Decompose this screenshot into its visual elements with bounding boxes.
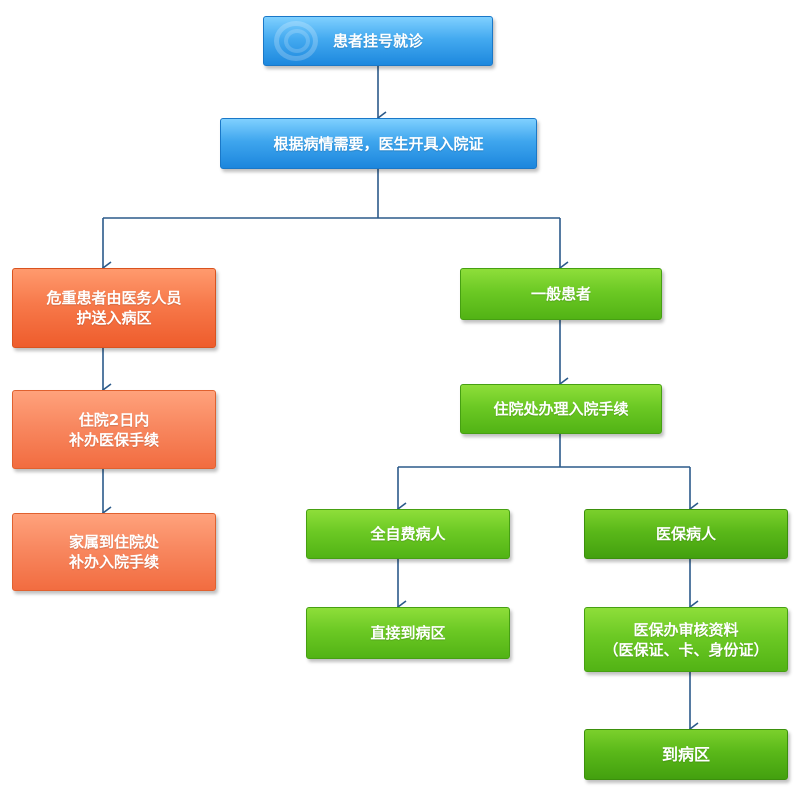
node-general-patient-label: 一般患者 — [530, 285, 591, 303]
node-admission-cert-label: 根据病情需要，医生开具入院证 — [273, 134, 484, 153]
node-family-admission[interactable]: 家属到住院处 补办入院手续 — [12, 513, 216, 591]
node-insurance-review-line1: 医保办审核资料 — [633, 620, 739, 639]
node-critical-patient[interactable]: 危重患者由医务人员 护送入病区 — [12, 268, 216, 348]
node-admission-office[interactable]: 住院处办理入院手续 — [460, 384, 662, 434]
node-direct-ward[interactable]: 直接到病区 — [306, 607, 510, 659]
node-insured[interactable]: 医保病人 — [584, 509, 788, 559]
node-critical-patient-line2: 护送入病区 — [76, 309, 152, 327]
node-general-patient[interactable]: 一般患者 — [460, 268, 662, 320]
node-supplement-insurance-line1: 住院2日内 — [78, 410, 150, 429]
node-register-label: 患者挂号就诊 — [332, 32, 423, 50]
node-register[interactable]: 患者挂号就诊 — [263, 16, 493, 66]
node-critical-patient-line1: 危重患者由医务人员 — [46, 289, 182, 307]
node-admission-office-label: 住院处办理入院手续 — [493, 400, 629, 418]
decorative-swirl-inner-icon — [284, 29, 310, 53]
node-supplement-insurance-line2: 补办医保手续 — [68, 430, 159, 449]
node-family-admission-line2: 补办入院手续 — [68, 553, 159, 571]
node-self-pay[interactable]: 全自费病人 — [306, 509, 510, 559]
node-family-admission-line1: 家属到住院处 — [68, 533, 159, 551]
node-insurance-review[interactable]: 医保办审核资料 （医保证、卡、身份证） — [584, 607, 788, 672]
node-to-ward[interactable]: 到病区 — [584, 729, 788, 780]
node-self-pay-label: 全自费病人 — [370, 525, 446, 543]
node-insured-label: 医保病人 — [655, 525, 716, 543]
node-to-ward-label: 到病区 — [661, 744, 710, 764]
decorative-swirl-icon — [274, 21, 318, 61]
node-insurance-review-line2: （医保证、卡、身份证） — [603, 640, 769, 659]
node-admission-cert[interactable]: 根据病情需要，医生开具入院证 — [220, 118, 537, 169]
node-direct-ward-label: 直接到病区 — [370, 624, 446, 642]
node-supplement-insurance[interactable]: 住院2日内 补办医保手续 — [12, 390, 216, 469]
